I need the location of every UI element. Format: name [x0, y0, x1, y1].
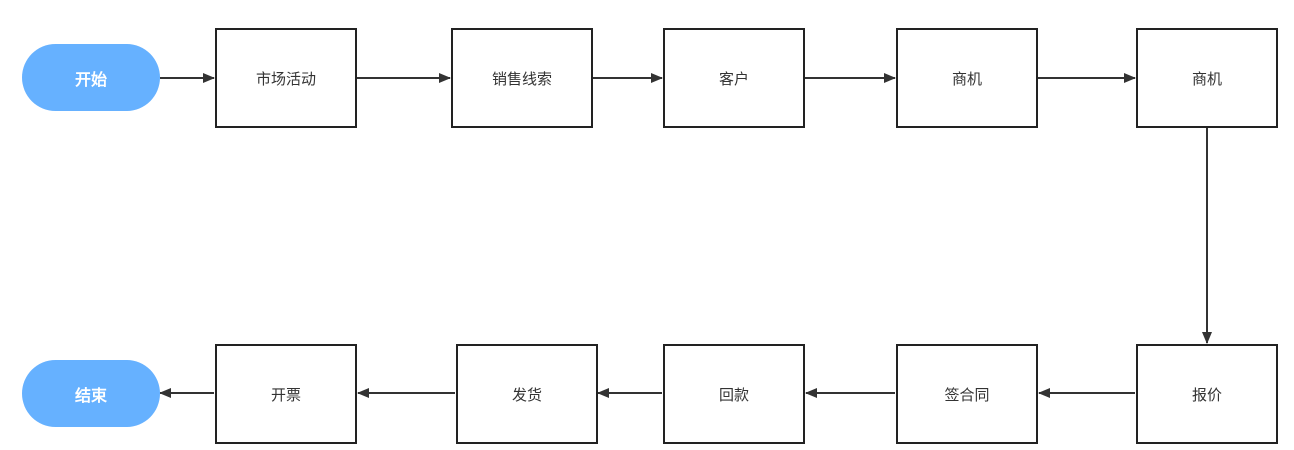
end-node: 结束	[22, 360, 160, 427]
node-label: 商机	[1191, 69, 1222, 88]
node-sales-leads: 销售线索	[451, 28, 593, 128]
node-payment-collection: 回款	[663, 344, 805, 444]
node-label: 销售线索	[491, 69, 552, 88]
node-sign-contract: 签合同	[896, 344, 1038, 444]
node-label: 签合同	[944, 385, 990, 404]
node-marketing-activity: 市场活动	[215, 28, 357, 128]
node-label: 发货	[511, 385, 542, 404]
start-node: 开始	[22, 44, 160, 111]
node-opportunity-1: 商机	[896, 28, 1038, 128]
node-label: 报价	[1191, 385, 1222, 404]
start-label: 开始	[74, 69, 107, 89]
node-quote: 报价	[1136, 344, 1278, 444]
node-invoicing: 开票	[215, 344, 357, 444]
node-label: 商机	[951, 69, 982, 88]
node-customer: 客户	[663, 28, 805, 128]
end-label: 结束	[74, 385, 107, 405]
node-opportunity-2: 商机	[1136, 28, 1278, 128]
node-label: 市场活动	[255, 69, 316, 88]
node-label: 客户	[718, 69, 749, 88]
node-label: 回款	[718, 385, 749, 404]
node-label: 开票	[270, 385, 301, 404]
node-delivery: 发货	[456, 344, 598, 444]
